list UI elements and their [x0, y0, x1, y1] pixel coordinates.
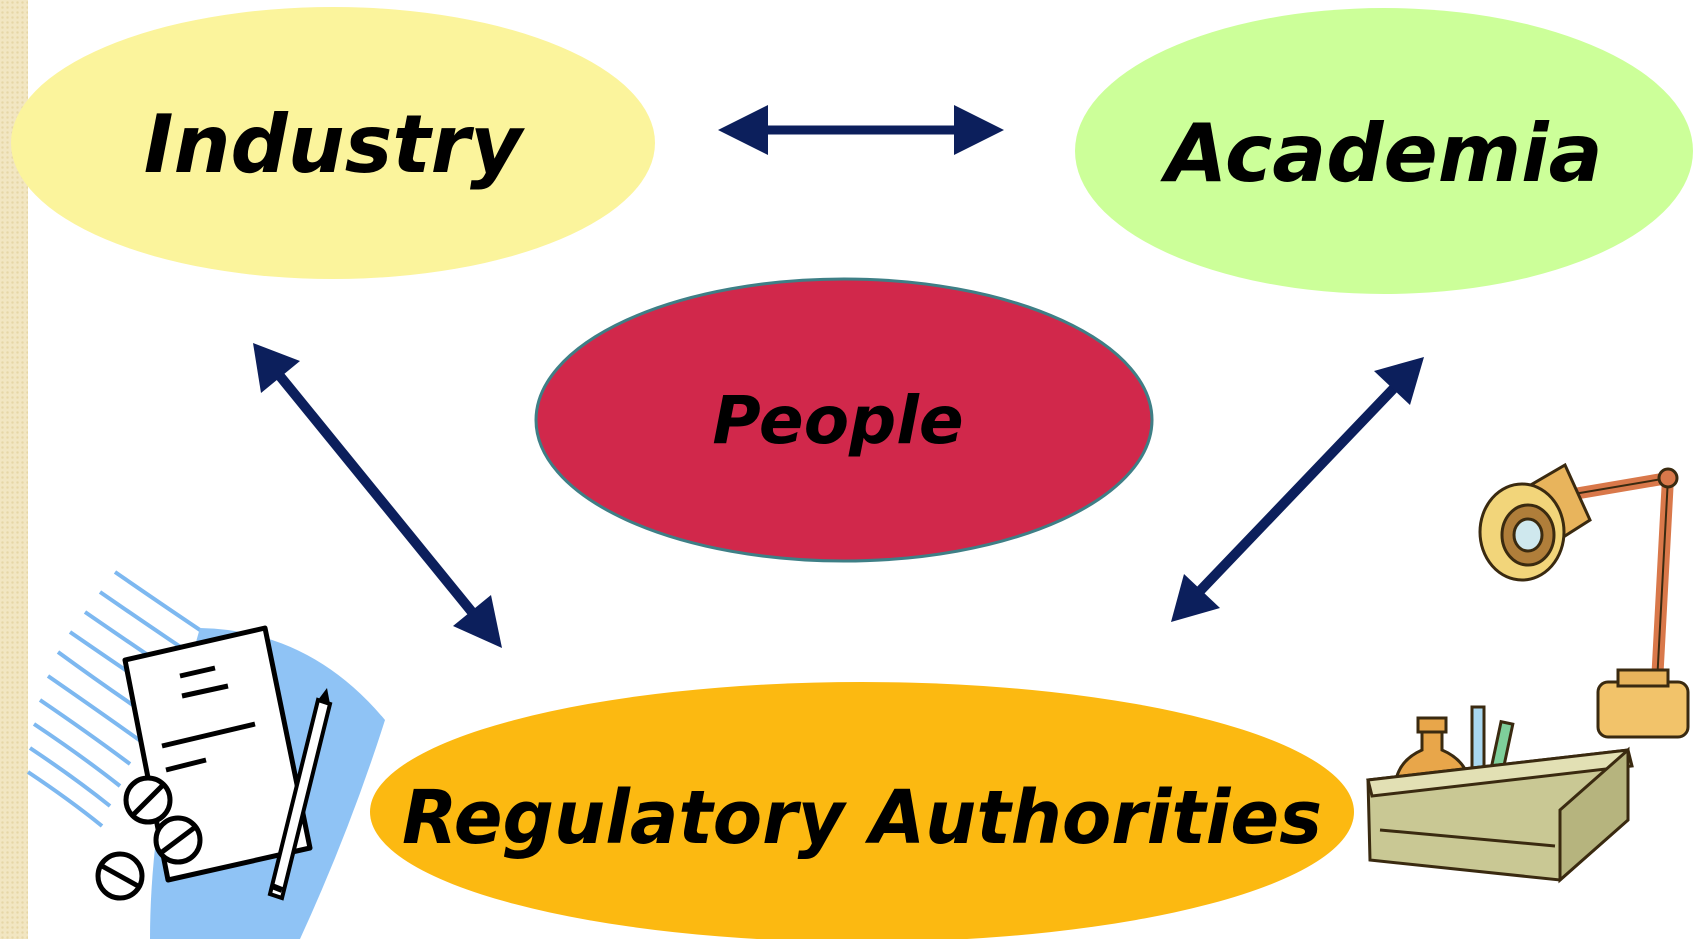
prescription-clipart-icon [26, 570, 385, 939]
industry-label: Industry [144, 98, 525, 191]
regulatory-label: Regulatory Authorities [402, 775, 1322, 861]
node-people: People [534, 277, 1154, 563]
academia-ellipse [1075, 8, 1693, 294]
node-industry: Industry [11, 7, 655, 279]
people-label: People [712, 382, 963, 459]
node-regulatory: Regulatory Authorities [370, 682, 1354, 939]
desk-lamp-clipart-icon [1366, 462, 1690, 884]
people-ellipse [534, 277, 1154, 563]
industry-ellipse [11, 7, 655, 279]
regulatory-ellipse [370, 682, 1354, 939]
arrow-academia-regulatory [1171, 357, 1424, 622]
arrow-industry-regulatory [253, 343, 502, 648]
academia-label: Academia [1159, 107, 1602, 200]
node-academia: Academia [1075, 8, 1693, 294]
arrow-industry-academia [718, 105, 1004, 155]
